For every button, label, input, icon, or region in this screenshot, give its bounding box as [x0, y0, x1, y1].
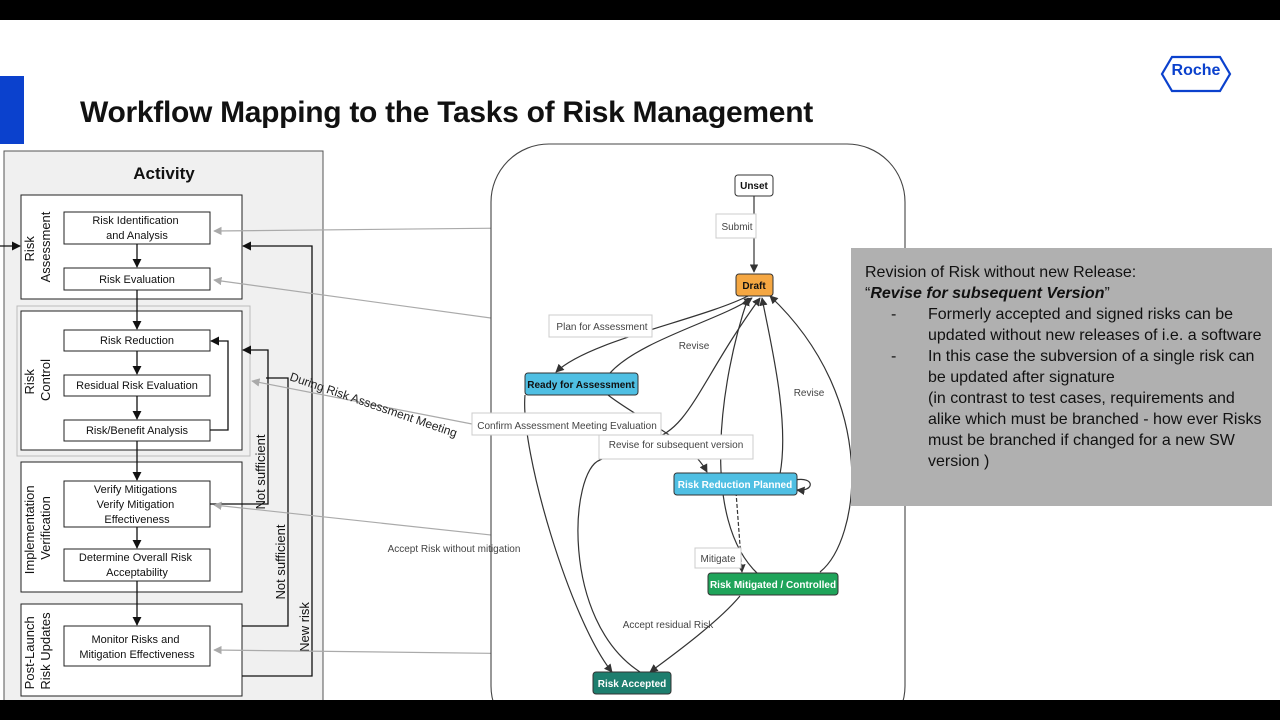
- step-label-line: Mitigation Effectiveness: [79, 649, 195, 661]
- state-risk-accepted: [592, 671, 672, 695]
- group-label-line: Implementation: [22, 485, 37, 574]
- note-bullet: - Formerly accepted and signed risks can …: [865, 304, 1262, 346]
- step-label: Risk Reduction: [100, 335, 174, 347]
- note-bullet-dash: -: [891, 306, 897, 323]
- step-label: Determine Overall Risk Acceptability: [79, 552, 195, 579]
- feedback-label-not-sufficient-2: Not sufficient: [273, 524, 288, 599]
- note-bullet: - In this case the subversion of a single…: [865, 346, 1262, 472]
- state-ready-label: Ready for Assessment: [527, 380, 635, 391]
- transition-revise-subsequent-box: [598, 434, 754, 460]
- transition-confirm-assessment: Confirm Assessment Meeting Evaluation: [477, 421, 657, 432]
- transition-plan-box: [548, 314, 653, 338]
- transition-revise: Revise: [679, 341, 710, 352]
- state-risk-mitigated: [707, 572, 839, 596]
- transition-accept-without-mitigation: Accept Risk without mitigation: [388, 544, 521, 555]
- state-accepted-label: Risk Accepted: [598, 679, 667, 690]
- group-label-line: Verification: [38, 496, 53, 560]
- step-label-line: and Analysis: [106, 230, 168, 242]
- step-label-line: Verify Mitigations: [94, 484, 178, 496]
- step-label-line: Effectiveness: [104, 514, 170, 526]
- transition-mitigate: Mitigate: [700, 554, 735, 565]
- step-label-line: Verify Mitigation: [97, 499, 175, 511]
- transition-revise-subsequent: Revise for subsequent version: [609, 440, 744, 451]
- step-label-line: Risk Identification: [92, 215, 178, 227]
- transition-plan-for-assessment: Plan for Assessment: [556, 322, 647, 333]
- group-label-line: Post-Launch: [22, 616, 37, 689]
- bottom-black-bar: [0, 700, 1280, 720]
- note-heading: Revision of Risk without new Release:: [865, 264, 1137, 281]
- group-risk-control-shadow: [16, 305, 251, 457]
- revision-note-callout: Revision of Risk without new Release: “R…: [851, 248, 1272, 506]
- state-draft: [735, 273, 774, 297]
- step-label: Verify Mitigations Verify Mitigation Eff…: [94, 484, 180, 526]
- note-paragraph: (in contrast to test cases, requirements…: [928, 390, 1262, 470]
- step-monitor-risks: [63, 625, 211, 667]
- note-bullet-text: Formerly accepted and signed risks can b…: [928, 306, 1262, 344]
- step-label-line: Monitor Risks and: [91, 634, 179, 646]
- state-unset-label: Unset: [740, 181, 768, 192]
- step-label: Risk Identification and Analysis: [92, 215, 181, 242]
- note-quote-open: “: [865, 285, 871, 302]
- state-planned-label: Risk Reduction Planned: [678, 480, 792, 491]
- step-determine-overall-risk: [63, 548, 211, 582]
- transition-confirm-box: [471, 412, 662, 436]
- step-label: Residual Risk Evaluation: [76, 380, 198, 392]
- group-label-line: Assessment: [38, 211, 53, 282]
- state-unset: [734, 174, 774, 197]
- transition-mitigate-box: [694, 547, 742, 569]
- roche-logo-text: Roche: [1171, 62, 1221, 79]
- state-risk-reduction-planned: [673, 472, 798, 496]
- group-label-post-launch: Post-Launch Risk Updates: [22, 612, 53, 690]
- activity-header: Activity: [133, 164, 195, 183]
- step-label-line: Determine Overall Risk: [79, 552, 193, 564]
- group-label-risk-control: Risk Control: [22, 359, 53, 401]
- state-draft-label: Draft: [742, 281, 766, 292]
- group-label-line: Risk: [22, 369, 37, 395]
- step-label: Risk Evaluation: [99, 274, 175, 286]
- activity-flow-arrows: [0, 241, 313, 677]
- slide-title: Workflow Mapping to the Tasks of Risk Ma…: [80, 96, 813, 129]
- transition-accept-residual: Accept residual Risk: [623, 620, 715, 631]
- top-black-bar: [0, 0, 1280, 20]
- feedback-label-new-risk: New risk: [297, 602, 312, 652]
- note-bullet-text: In this case the subversion of a single …: [928, 348, 1255, 386]
- transition-submit-box: [715, 213, 757, 239]
- state-ready-for-assessment: [524, 372, 639, 396]
- step-label: Monitor Risks and Mitigation Effectivene…: [79, 634, 195, 661]
- transition-revise-2: Revise: [794, 388, 825, 399]
- group-label-implementation-verification: Implementation Verification: [22, 482, 53, 575]
- note-bullet-dash: -: [891, 348, 897, 365]
- slide-accent-bar: [0, 76, 24, 144]
- note-quote-close: ”: [1104, 285, 1110, 302]
- step-label: Risk/Benefit Analysis: [86, 425, 189, 437]
- group-label-line: Risk Updates: [38, 612, 53, 690]
- roche-logo-icon: [1160, 55, 1232, 93]
- feedback-label-not-sufficient: Not sufficient: [253, 434, 268, 509]
- step-verify-mitigations: [63, 480, 211, 528]
- note-quote-emphasis: Revise for subsequent Version: [870, 285, 1105, 302]
- state-mitigated-label: Risk Mitigated / Controlled: [710, 580, 836, 591]
- note-quote: “Revise for subsequent Version”: [865, 283, 1262, 304]
- note-bullet-list: - Formerly accepted and signed risks can …: [865, 304, 1262, 472]
- group-label-line: Control: [38, 359, 53, 401]
- step-label-line: Acceptability: [106, 567, 168, 579]
- transition-submit: Submit: [721, 222, 752, 233]
- group-label-risk-assessment: Risk Assessment: [22, 211, 53, 282]
- group-label-line: Risk: [22, 236, 37, 262]
- step-risk-identification: [63, 211, 211, 245]
